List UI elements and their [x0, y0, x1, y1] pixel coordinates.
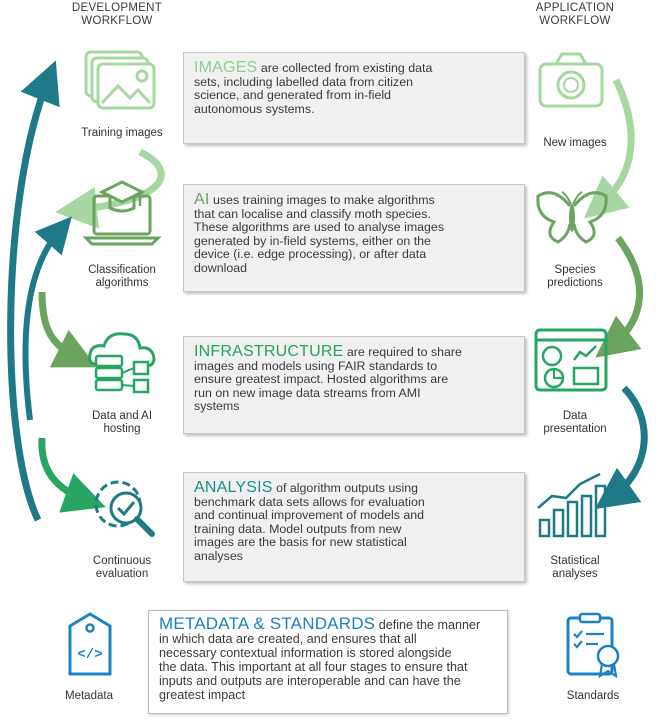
moth-icon [536, 191, 608, 244]
analysis-box: ANALYSIS of algorithm outputs using benc… [183, 472, 525, 582]
training-images-label: Training images [81, 127, 163, 139]
arrow-feedback-outer [7, 60, 60, 522]
bar-chart-trend-icon [537, 472, 607, 538]
metadata-standards-keyword: METADATA & STANDARDS [159, 614, 376, 633]
metadata-standards-box: METADATA & STANDARDS define the manner i… [148, 610, 508, 714]
metadata-tag-icon: </> [68, 612, 112, 676]
infrastructure-box: INFRASTRUCTURE are required to share ima… [183, 336, 525, 434]
gear-magnifier-check-icon [94, 480, 155, 537]
dashboard-icon [534, 328, 608, 392]
ai-keyword: AI [194, 191, 210, 208]
arrow-right-2 [595, 235, 643, 358]
images-keyword: IMAGES [194, 59, 258, 76]
camera-icon [538, 52, 604, 108]
arrow-right-1 [583, 78, 635, 219]
new-images-label: New images [543, 137, 607, 149]
arrow-feedback-inner [22, 216, 72, 421]
arrow-right-3 [594, 385, 648, 510]
infrastructure-keyword: INFRASTRUCTURE [194, 343, 344, 360]
arrow-left-2 [38, 291, 97, 368]
standards-checklist-icon [566, 612, 620, 679]
arrow-left-3 [38, 437, 106, 513]
graduation-laptop-icon [82, 180, 162, 246]
picture-stack-icon [84, 50, 156, 110]
arrow-left-1 [55, 148, 165, 229]
images-box: IMAGES are collected from existing data … [183, 52, 525, 144]
analysis-keyword: ANALYSIS [194, 479, 273, 496]
standards-label: Standards [566, 690, 620, 702]
cloud-server-icon [88, 332, 156, 394]
metadata-label: Metadata [65, 690, 113, 702]
svg-text:</>: </> [77, 647, 102, 663]
ai-box: AI uses training images to make algorith… [183, 184, 525, 292]
